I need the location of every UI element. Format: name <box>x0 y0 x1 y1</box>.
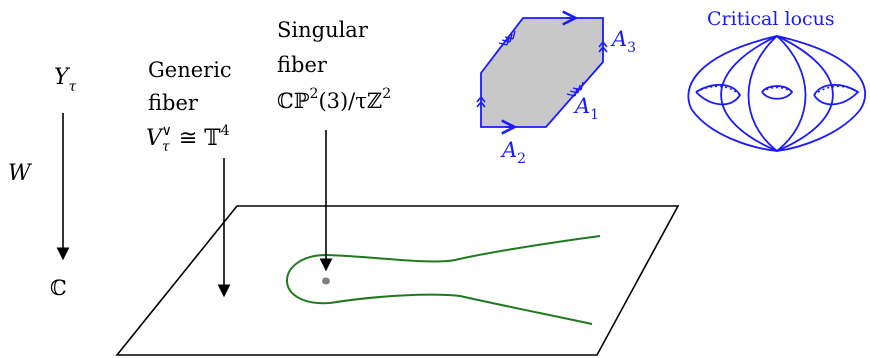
svg-text:Generic: Generic <box>148 58 232 82</box>
total-space-label: Yτ <box>54 65 77 95</box>
base-plane <box>115 205 680 356</box>
critical-locus-title: Critical locus <box>707 8 835 30</box>
critical-locus-dotted-circles <box>695 85 859 96</box>
svg-text:Yτ: Yτ <box>54 65 77 95</box>
svg-text:Vτ∨ ≅ 𝕋4: Vτ∨ ≅ 𝕋4 <box>146 123 230 155</box>
hexagon-label-a3: A3 <box>610 27 636 56</box>
svg-text:fiber: fiber <box>277 53 328 77</box>
svg-text:Singular: Singular <box>277 18 369 42</box>
svg-text:ℂℙ2(3)/τℤ2: ℂℙ2(3)/τℤ2 <box>277 86 391 113</box>
svg-text:fiber: fiber <box>148 91 199 115</box>
base-label: ℂ <box>50 276 67 300</box>
hexagon-label-a2: A2 <box>500 138 526 167</box>
singular-point <box>322 277 330 285</box>
hexagon-label-a1: A1 <box>573 94 599 123</box>
singular-fiber-label: Singular fiber ℂℙ2(3)/τℤ2 <box>277 18 391 113</box>
map-label: W <box>8 161 33 186</box>
hexagon-fundamental-domain <box>476 18 608 127</box>
generic-fiber-label: Generic fiber Vτ∨ ≅ 𝕋4 <box>146 58 232 155</box>
critical-locus-figure <box>687 35 867 152</box>
discriminant-curve <box>286 235 601 325</box>
